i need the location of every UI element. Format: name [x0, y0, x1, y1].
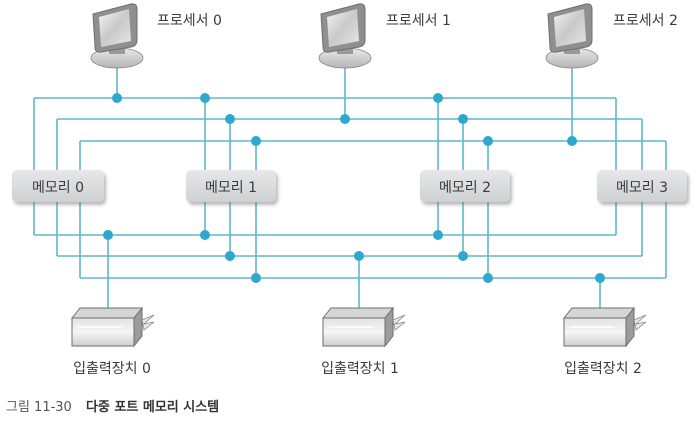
- junction-mem2-top-1: [458, 114, 468, 124]
- io-label-1: 입출력장치 1: [321, 361, 399, 377]
- io-box-top: [562, 307, 636, 319]
- junction-mem2-top-0: [433, 93, 443, 103]
- memory-module-3: 메모리 3: [597, 170, 687, 202]
- io-box-top: [70, 307, 144, 319]
- bus-nodes: [103, 93, 605, 283]
- figure-number: 그림 11-30: [6, 400, 72, 415]
- io-box-front: [71, 317, 135, 347]
- memory-label-1: 메모리 1: [205, 180, 257, 196]
- io-device-2: [562, 306, 647, 348]
- junction-processor-0: [112, 93, 122, 103]
- processor-1: [318, 3, 372, 69]
- monitor-screen: [554, 9, 586, 47]
- monitor-neck: [564, 46, 580, 54]
- memory-label-2: 메모리 2: [439, 180, 491, 196]
- processor-label-0: 프로세서 0: [157, 13, 222, 29]
- io-label-0: 입출력장치 0: [73, 361, 151, 377]
- junction-mem1-bottom-0: [200, 230, 210, 240]
- junction-io-0: [103, 230, 113, 240]
- figure-title: 다중 포트 메모리 시스템: [85, 400, 220, 415]
- io-box-side: [133, 306, 143, 348]
- io-paper: [633, 314, 647, 331]
- processor-label-2: 프로세서 2: [613, 13, 678, 29]
- monitor-neck: [337, 46, 353, 54]
- junction-mem1-bottom-1: [225, 251, 235, 261]
- io-device-1: [321, 306, 406, 348]
- memory-label-3: 메모리 3: [616, 180, 668, 196]
- junction-mem1-top-1: [225, 114, 235, 124]
- io-label-2: 입출력장치 2: [564, 361, 642, 377]
- io-box-top: [321, 307, 395, 319]
- io-box-side: [625, 306, 635, 348]
- monitor-screen: [99, 9, 131, 47]
- io-box-front: [322, 317, 386, 347]
- memory-module-0: 메모리 0: [12, 170, 104, 202]
- junction-mem1-bottom-2: [251, 273, 261, 283]
- io-box-side: [384, 306, 394, 348]
- processor-2: [545, 3, 599, 69]
- junction-io-2: [595, 273, 605, 283]
- junction-mem1-top-2: [251, 136, 261, 146]
- junction-mem2-bottom-1: [458, 251, 468, 261]
- bus-lines: [33, 64, 667, 308]
- junction-mem2-bottom-2: [483, 273, 493, 283]
- io-paper: [392, 314, 406, 331]
- figure-caption: 그림 11-30 다중 포트 메모리 시스템: [6, 396, 219, 415]
- junction-io-1: [354, 251, 364, 261]
- junction-mem1-top-0: [200, 93, 210, 103]
- io-box-front: [563, 317, 627, 347]
- monitor-screen: [327, 9, 359, 47]
- monitor-neck: [109, 46, 125, 54]
- processor-label-1: 프로세서 1: [386, 13, 451, 29]
- processor-0: [90, 3, 144, 69]
- junction-mem2-bottom-0: [433, 230, 443, 240]
- memory-module-2: 메모리 2: [420, 170, 510, 202]
- memory-module-1: 메모리 1: [186, 170, 276, 202]
- junction-processor-1: [340, 114, 350, 124]
- io-paper: [141, 314, 155, 331]
- junction-processor-2: [567, 136, 577, 146]
- junction-mem2-top-2: [483, 136, 493, 146]
- memory-label-0: 메모리 0: [32, 180, 84, 196]
- io-device-0: [70, 306, 155, 348]
